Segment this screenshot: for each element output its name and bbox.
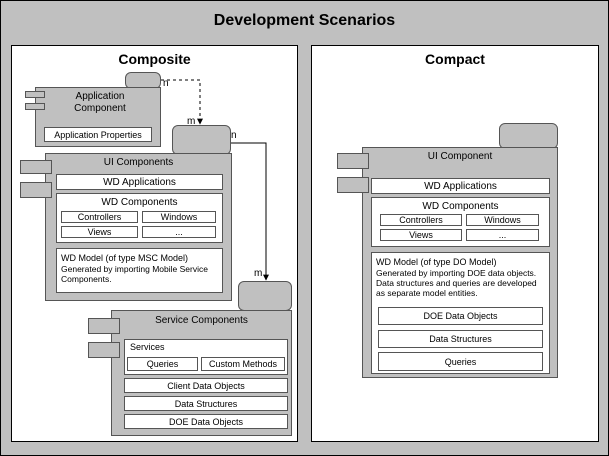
composite-heading: Composite <box>118 51 191 67</box>
application-component-label: Application Component <box>74 91 126 114</box>
wd-model-row: Queries <box>378 352 543 371</box>
solid-connector <box>231 142 269 281</box>
wd-model-row: DOE Data Objects <box>378 307 543 325</box>
application-properties: Application Properties <box>44 127 152 142</box>
port-icon <box>25 91 45 98</box>
dashed-connector <box>161 79 203 125</box>
wd-model <box>56 248 223 293</box>
wd-cell: Views <box>61 226 138 238</box>
wd-applications: WD Applications <box>56 174 223 190</box>
wd-model-title: WD Model (of type DO Model) <box>376 257 497 267</box>
wd-components-label: WD Components <box>422 201 499 212</box>
services-label: Services <box>130 342 165 352</box>
ui-component-label: UI Component <box>427 151 493 162</box>
ui-components-label: UI Components <box>103 157 174 168</box>
multiplicity-label: m <box>254 268 263 279</box>
multiplicity-label: n <box>231 130 237 141</box>
service-row: Data Structures <box>124 396 288 411</box>
diagram-title: Development Scenarios <box>213 12 396 29</box>
wd-cell: Views <box>380 229 462 241</box>
compact-heading: Compact <box>425 51 485 67</box>
services-cell: Queries <box>127 357 198 371</box>
multiplicity-label: m <box>187 116 196 127</box>
wd-components-label: WD Components <box>101 197 178 208</box>
wd-model-row: Data Structures <box>378 330 543 348</box>
ui-component-tab <box>499 123 558 149</box>
port-icon <box>337 177 369 193</box>
port-icon <box>88 342 120 358</box>
wd-cell: Controllers <box>61 211 138 223</box>
port-icon <box>88 318 120 334</box>
wd-cell: Controllers <box>380 214 462 226</box>
wd-cell: ... <box>142 226 216 238</box>
port-icon <box>337 153 369 169</box>
wd-applications: WD Applications <box>371 178 550 194</box>
wd-cell: ... <box>466 229 539 241</box>
wd-cell: Windows <box>142 211 216 223</box>
service-row: Client Data Objects <box>124 378 288 393</box>
service-row: DOE Data Objects <box>124 414 288 429</box>
wd-model-description: Generated by importing Mobile Service Co… <box>61 264 208 284</box>
wd-cell: Windows <box>466 214 539 226</box>
port-icon <box>25 103 45 110</box>
services-cell: Custom Methods <box>201 357 285 371</box>
service-components-label: Service Components <box>155 315 248 326</box>
wd-model-description: Generated by importing DOE data objects.… <box>376 268 537 298</box>
wd-model-title: WD Model (of type MSC Model) <box>61 253 189 263</box>
port-icon <box>20 182 52 198</box>
multiplicity-label: n <box>163 78 169 89</box>
port-icon <box>20 160 52 174</box>
